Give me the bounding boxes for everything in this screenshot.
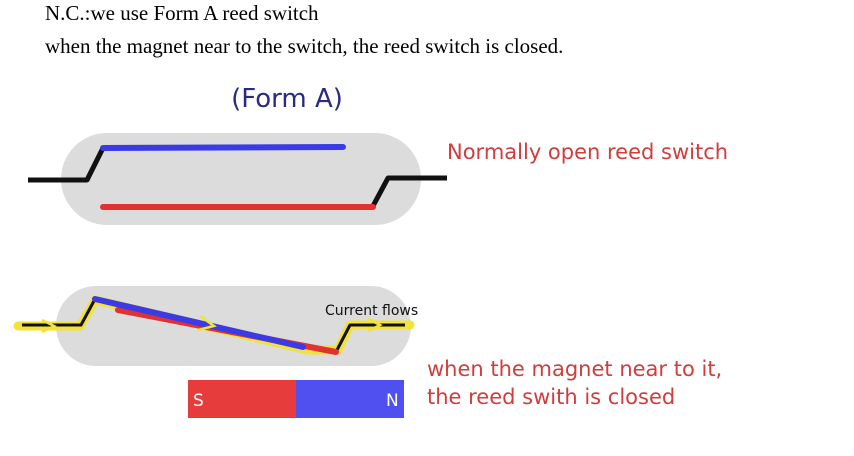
left-lead-closed bbox=[22, 298, 97, 327]
current-arrow-middle bbox=[197, 314, 217, 332]
magnet-north-pole bbox=[296, 380, 404, 418]
magnet-north-label: N bbox=[386, 391, 399, 411]
header-line-2: when the magnet near to the switch, the … bbox=[45, 34, 564, 58]
closed-switch-label-line-1: when the magnet near to it, bbox=[427, 357, 722, 381]
header-line-1: N.C.:we use Form A reed switch bbox=[45, 1, 319, 25]
current-arrow-left bbox=[41, 318, 57, 334]
magnet-south-pole bbox=[188, 380, 296, 418]
reed-blue-closed bbox=[92, 296, 306, 350]
magnet-south-label: S bbox=[193, 391, 204, 411]
current-arrow-right bbox=[367, 317, 383, 333]
right-lead-closed bbox=[335, 323, 405, 351]
glass-tube-open bbox=[61, 133, 421, 225]
reed-upper-open bbox=[100, 144, 346, 151]
closed-switch-label-line-2: the reed swith is closed bbox=[427, 385, 675, 409]
right-lead-open bbox=[370, 175, 447, 208]
current-flows-label: Current flows bbox=[325, 303, 418, 319]
open-switch-label: Normally open reed switch bbox=[447, 140, 728, 164]
left-lead-open bbox=[28, 146, 106, 183]
diagram-title: (Form A) bbox=[231, 84, 343, 114]
